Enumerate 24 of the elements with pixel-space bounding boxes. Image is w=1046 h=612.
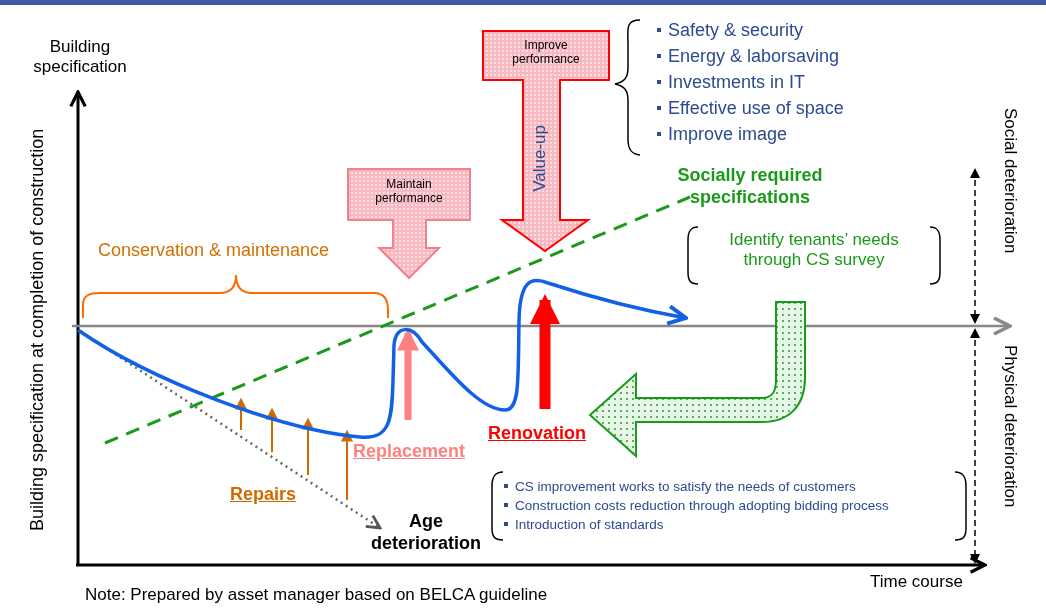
bullet-item: Introduction of standards — [502, 517, 664, 532]
axis-title: Time course — [870, 572, 963, 593]
side-label: Physical deterioration — [1000, 345, 1021, 508]
arrow-label: Age deterioration — [370, 511, 482, 555]
bullet-item: Construction costs reduction through adopting bidding process — [502, 498, 889, 513]
arrow-label: Replacement — [353, 441, 466, 463]
side-label: Social deterioration — [1000, 108, 1021, 254]
arrow-label: Value-up — [530, 125, 550, 192]
axis-title: Building specification at completion of construction — [27, 127, 48, 534]
axis-title: Building specification — [32, 37, 128, 78]
bullet-item: CS improvement works to satisfy the needs of customers — [502, 479, 856, 494]
bullet-item: Safety & security — [655, 20, 804, 41]
arrow-label: Maintain performance — [374, 177, 444, 206]
caption: Note: Prepared by asset manager based on BELCA guideline — [85, 585, 548, 606]
brace-label: Conservation & maintenance — [98, 240, 330, 262]
arrow-label: Repairs — [230, 484, 297, 506]
bullet-item: Improve image — [655, 124, 788, 145]
arrow-label: Improve performance — [511, 38, 581, 67]
bullet-item: Energy & laborsaving — [655, 46, 840, 67]
arrow-label: Renovation — [488, 423, 586, 445]
note-text: Identify tenants’ needs through CS survey — [728, 230, 900, 271]
line-label: Socially required specifications — [676, 165, 824, 209]
bullet-item: Effective use of space — [655, 98, 844, 119]
bullet-item: Investments in IT — [655, 72, 806, 93]
